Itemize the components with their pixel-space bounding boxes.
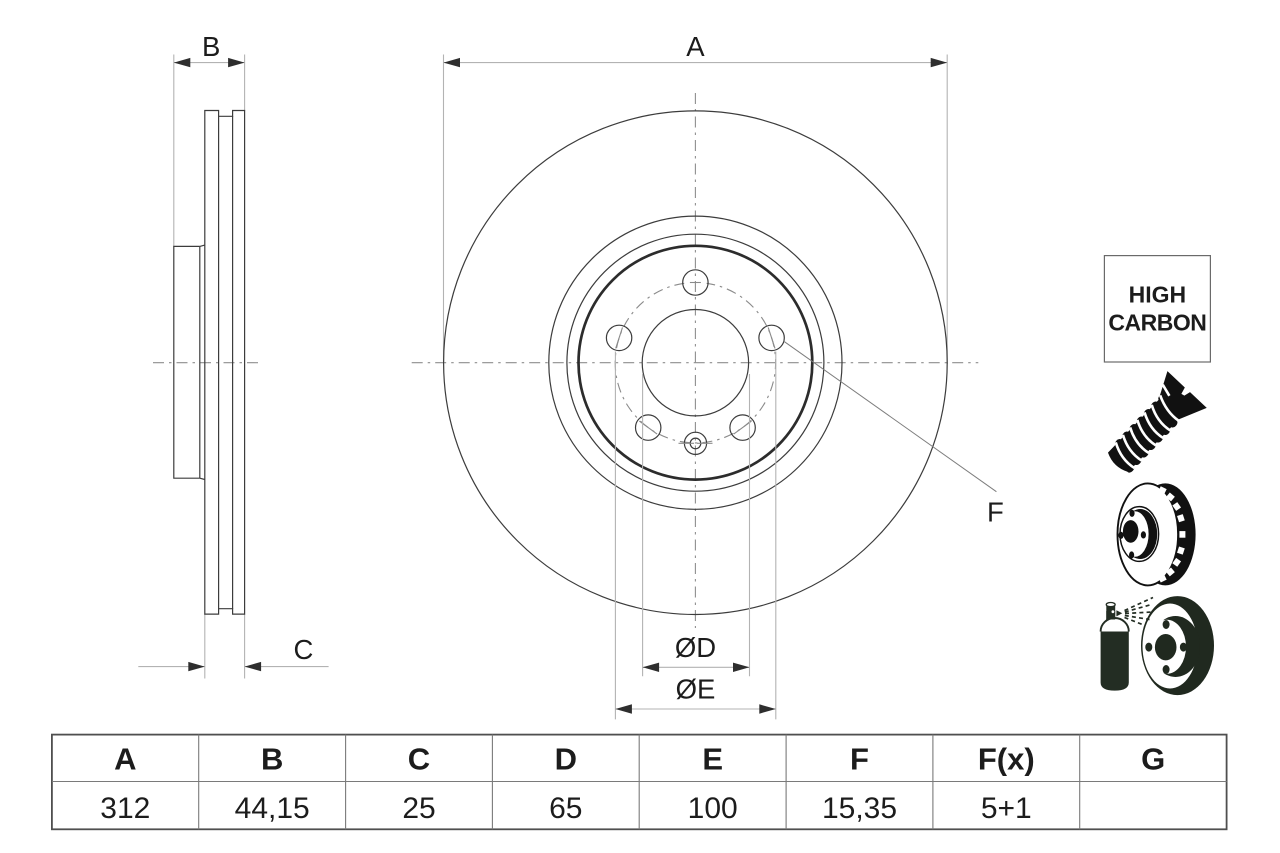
svg-text:ØD: ØD xyxy=(675,632,716,663)
svg-text:D: D xyxy=(555,742,577,777)
svg-text:A: A xyxy=(686,31,705,62)
svg-text:C: C xyxy=(408,742,430,777)
svg-text:15,35: 15,35 xyxy=(822,792,897,825)
svg-text:F: F xyxy=(987,496,1004,527)
svg-text:100: 100 xyxy=(688,792,738,825)
svg-text:A: A xyxy=(114,742,136,777)
svg-text:CARBON: CARBON xyxy=(1108,309,1206,335)
svg-text:65: 65 xyxy=(549,792,582,825)
svg-text:B: B xyxy=(261,742,283,777)
svg-text:5+1: 5+1 xyxy=(981,792,1032,825)
svg-text:F: F xyxy=(850,742,869,777)
svg-text:G: G xyxy=(1141,742,1165,777)
svg-text:44,15: 44,15 xyxy=(235,792,310,825)
svg-text:312: 312 xyxy=(100,792,150,825)
svg-text:25: 25 xyxy=(402,792,435,825)
svg-text:F(x): F(x) xyxy=(978,742,1035,777)
svg-text:HIGH: HIGH xyxy=(1129,281,1187,307)
svg-text:E: E xyxy=(702,742,723,777)
svg-text:ØE: ØE xyxy=(676,674,716,705)
svg-text:C: C xyxy=(293,634,313,665)
svg-text:B: B xyxy=(202,31,220,62)
